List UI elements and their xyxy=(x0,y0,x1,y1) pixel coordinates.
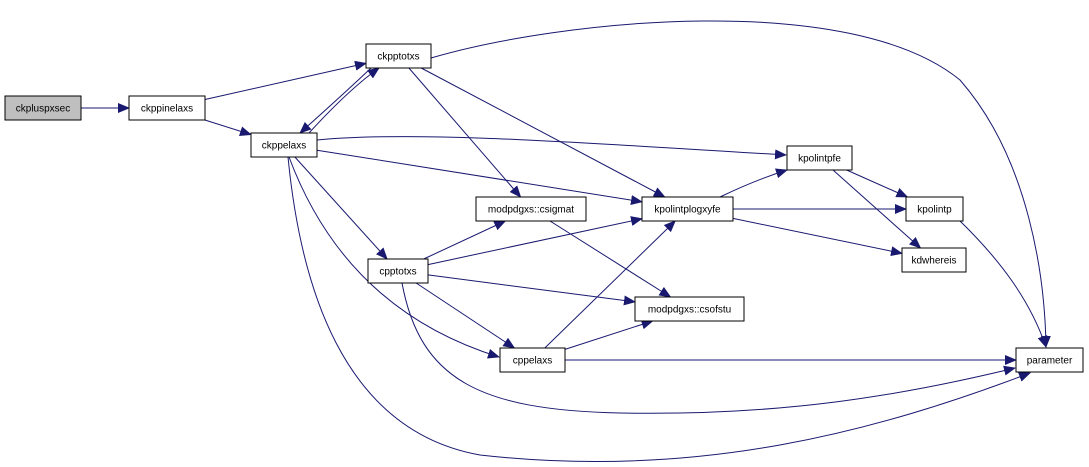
node-label: ckppinelaxs xyxy=(141,104,193,115)
edge-kpolintp-to-parameter xyxy=(959,220,1048,348)
node-kpolintplogxyfe[interactable]: kpolintplogxyfe xyxy=(641,196,734,222)
edge-cpptotxs-to-cppelaxs xyxy=(415,282,516,349)
node-box xyxy=(250,132,318,158)
edge-line xyxy=(427,274,636,306)
node-label: ckppelaxs xyxy=(262,141,306,152)
node-box xyxy=(641,196,734,222)
edge-kpolintplogxyfe-to-kpolintpfe xyxy=(719,168,788,198)
node-label: cppelaxs xyxy=(513,356,552,367)
node-parameter[interactable]: parameter xyxy=(1015,347,1084,373)
node-box xyxy=(634,296,745,322)
edge-line xyxy=(846,169,909,198)
node-label: modpdgxs::csigmat xyxy=(488,205,574,216)
node-box xyxy=(786,145,853,171)
edge-line xyxy=(294,156,388,260)
edge-line xyxy=(959,220,1048,348)
edge-line xyxy=(299,67,372,134)
node-ckppelaxs[interactable]: ckppelaxs xyxy=(250,132,318,158)
edge-line xyxy=(423,220,507,260)
node-kpolintpfe[interactable]: kpolintpfe xyxy=(786,145,853,171)
edge-ckppelaxs-to-ckpptotxs xyxy=(308,67,380,134)
edge-line xyxy=(415,282,516,349)
node-box xyxy=(4,95,82,121)
node-box xyxy=(365,43,432,69)
edge-line xyxy=(564,319,654,350)
node-label: parameter xyxy=(1027,356,1073,367)
edge-line xyxy=(288,156,500,359)
edge-cppelaxs-to-kpolintplogxyfe xyxy=(544,220,676,349)
edge-kpolintpfe-to-kdwhereis xyxy=(832,169,922,249)
node-box xyxy=(475,196,587,222)
edge-line xyxy=(430,20,1051,348)
node-label: cpptotxs xyxy=(379,267,416,278)
node-ckpluspxsec[interactable]: ckpluspxsec xyxy=(4,95,82,121)
node-label: kpolintpfe xyxy=(798,154,841,165)
node-label: kpolintp xyxy=(917,205,952,216)
node-label: modpdgxs::csofstu xyxy=(648,305,731,316)
node-box xyxy=(1015,347,1084,373)
edge-ckpptotxs-to-parameter xyxy=(430,20,1051,348)
edge-ckppelaxs-to-parameter xyxy=(287,156,1031,463)
edge-kpolintplogxyfe-to-kdwhereis xyxy=(732,217,903,257)
edge-cpptotxs-to-modpdgxs_csigmat xyxy=(423,220,507,260)
node-cpptotxs[interactable]: cpptotxs xyxy=(367,258,429,284)
node-kpolintp[interactable]: kpolintp xyxy=(905,196,964,222)
edge-ckppinelaxs-to-ckpptotxs xyxy=(204,60,367,100)
node-ckppinelaxs[interactable]: ckppinelaxs xyxy=(128,95,206,121)
node-ckpptotxs[interactable]: ckpptotxs xyxy=(365,43,432,69)
edge-ckpptotxs-to-kpolintplogxyfe xyxy=(420,67,666,198)
edge-ckppelaxs-to-cpptotxs xyxy=(294,156,388,260)
node-box xyxy=(901,247,967,273)
node-label: kpolintplogxyfe xyxy=(654,205,721,216)
edge-line xyxy=(204,60,367,100)
edge-line xyxy=(544,220,676,349)
edge-line xyxy=(719,168,788,198)
edge-cpptotxs-to-kpolintplogxyfe xyxy=(427,216,643,266)
node-box xyxy=(905,196,964,222)
edge-line xyxy=(420,67,666,198)
edge-cpptotxs-to-parameter xyxy=(401,282,1016,414)
edge-line xyxy=(204,119,252,137)
node-modpdgxs-csigmat[interactable]: modpdgxs::csigmat xyxy=(475,196,587,222)
edge-line xyxy=(401,282,1016,414)
edge-line xyxy=(316,149,643,206)
edge-line xyxy=(316,136,787,160)
edge-ckpptotxs-to-modpdgxs_csigmat xyxy=(408,67,522,198)
node-box xyxy=(367,258,429,284)
node-label: ckpluspxsec xyxy=(16,104,70,115)
edge-line xyxy=(549,220,672,298)
edge-cpptotxs-to-modpdgxs_csofstu xyxy=(427,274,636,306)
node-label: ckpptotxs xyxy=(377,52,419,63)
node-box xyxy=(499,347,566,373)
edge-ckppelaxs-to-kpolintpfe xyxy=(316,136,787,160)
node-cppelaxs[interactable]: cppelaxs xyxy=(499,347,566,373)
edge-line xyxy=(408,67,522,198)
node-kdwhereis[interactable]: kdwhereis xyxy=(901,247,967,273)
node-box xyxy=(128,95,206,121)
edge-ckppelaxs-to-kpolintplogxyfe xyxy=(316,149,643,206)
edge-line xyxy=(308,67,380,134)
edges-layer xyxy=(81,20,1051,463)
node-label: kdwhereis xyxy=(911,256,956,267)
nodes-layer: ckpluspxsec ckppinelaxs ckpptotxs ckppelaxs… xyxy=(4,43,1084,373)
edge-kpolintpfe-to-kpolintp xyxy=(846,169,909,198)
edge-ckpptotxs-to-ckppelaxs xyxy=(299,67,372,134)
edge-ckppinelaxs-to-ckppelaxs xyxy=(204,119,252,137)
edge-line xyxy=(832,169,922,249)
edge-ckppelaxs-to-cppelaxs xyxy=(288,156,500,359)
edge-cppelaxs-to-modpdgxs_csofstu xyxy=(564,319,654,350)
edge-line xyxy=(427,216,643,266)
edge-modpdgxs_csigmat-to-modpdgxs_csofstu xyxy=(549,220,672,298)
edge-line xyxy=(732,217,903,257)
edge-line xyxy=(287,156,1031,463)
node-modpdgxs-csofstu[interactable]: modpdgxs::csofstu xyxy=(634,296,745,322)
